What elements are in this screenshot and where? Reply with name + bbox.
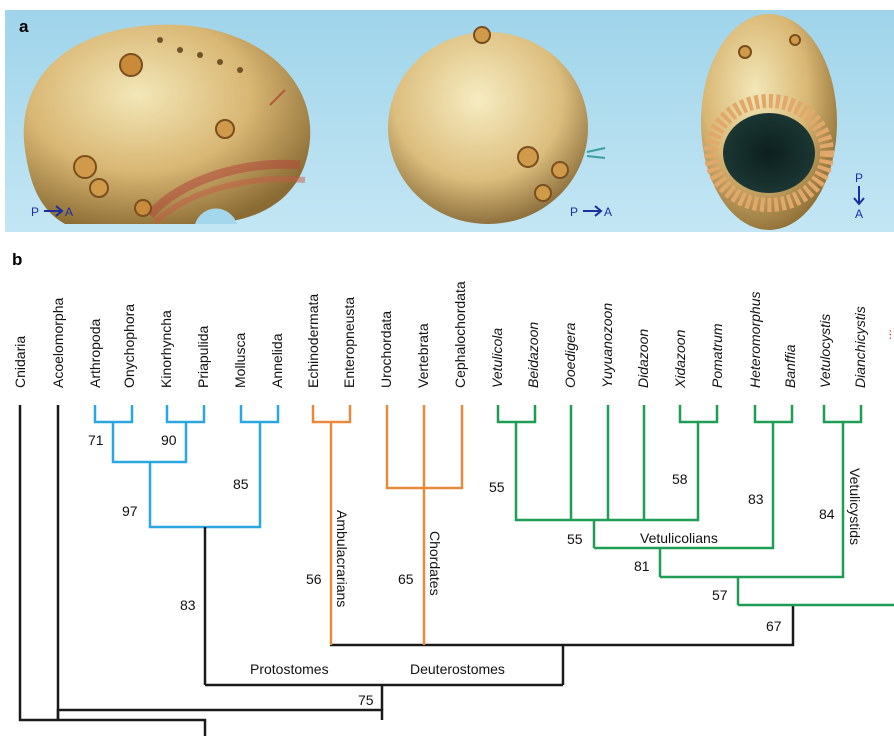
taxon-label: Pomatrum — [709, 323, 725, 388]
taxon-label: Xidazoon — [672, 329, 688, 389]
support-value: 58 — [672, 471, 688, 487]
taxon-label: Kinorhyncha — [158, 310, 174, 388]
taxon-label: Echinodermata — [305, 294, 321, 388]
clade-label-ambulacrarians: Ambulacrarians — [334, 510, 350, 607]
taxon-label: Acoelomorpha — [50, 298, 66, 388]
taxon-label: Banffia — [782, 344, 798, 388]
support-value: 56 — [306, 571, 322, 587]
taxon-label: Mollusca — [232, 333, 248, 388]
vetulicolian-branches — [498, 405, 894, 605]
support-value: 85 — [233, 476, 249, 492]
clade-label-vetulicystids: Vetulicystids — [847, 468, 863, 545]
taxon-label: Dianchicystis — [852, 306, 868, 388]
taxon-label: Cephalochordata — [452, 281, 468, 388]
clade-label-deuterostomes: Deuterostomes — [410, 661, 505, 677]
taxon-label: Priapulida — [195, 326, 211, 388]
taxon-label: Vetulocystis — [817, 314, 833, 388]
taxon-label: Vetulicola — [489, 328, 505, 388]
support-value: 97 — [122, 503, 138, 519]
support-value: 55 — [567, 531, 583, 547]
taxon-label: Heteromorphus — [747, 292, 763, 389]
panel-b-label: b — [12, 250, 22, 269]
taxon-label: Arthropoda — [87, 319, 103, 388]
taxon-label: Yuyuanozoon — [599, 303, 615, 388]
taxon-label: Enteropneusta — [341, 297, 357, 388]
support-value: 71 — [88, 432, 104, 448]
clade-label-protostomes: Protostomes — [250, 661, 329, 677]
taxon-label: Cnidaria — [12, 336, 28, 388]
support-value: 81 — [634, 558, 650, 574]
support-value: 57 — [712, 587, 728, 603]
support-value: 90 — [161, 432, 177, 448]
support-value: 83 — [180, 597, 196, 613]
taxon-label: Beidazoon — [525, 322, 541, 388]
clade-label-chordates: Chordates — [427, 531, 443, 596]
support-value: 65 — [398, 571, 414, 587]
support-value: 55 — [489, 479, 505, 495]
taxon-label: Onychophora — [121, 304, 137, 388]
taxon-label: Didazoon — [635, 329, 651, 388]
support-value: 75 — [358, 692, 374, 708]
taxon-label: Vertebrata — [415, 323, 431, 388]
clade-label-vetulicolians: Vetulicolians — [640, 530, 718, 546]
support-value: 67 — [766, 618, 782, 634]
taxon-label: Urochordata — [378, 311, 394, 388]
support-value: 84 — [819, 506, 835, 522]
taxon-label: Annelida — [269, 333, 285, 388]
cropped-red-text: ... — [879, 329, 894, 340]
taxon-labels: Cnidaria Acoelomorpha Arthropoda Onychop… — [12, 281, 894, 389]
taxon-label: Ooedigera — [562, 322, 578, 388]
support-value: 83 — [748, 491, 764, 507]
